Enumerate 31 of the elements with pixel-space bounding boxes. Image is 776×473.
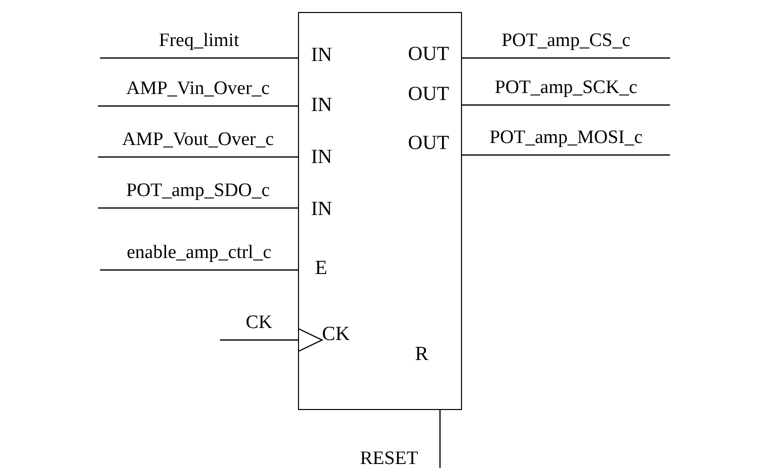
signal-wire bbox=[462, 104, 670, 106]
signal-wire bbox=[97, 156, 298, 158]
pin-label: OUT bbox=[408, 133, 450, 153]
signal-name: enable_amp_ctrl_c bbox=[100, 232, 298, 270]
pin-label: OUT bbox=[408, 44, 450, 64]
logic-block bbox=[298, 12, 462, 410]
pin-label: IN bbox=[311, 95, 332, 115]
signal-wire bbox=[97, 105, 298, 107]
signal-name: Freq_limit bbox=[100, 20, 298, 58]
signal-wire bbox=[462, 57, 670, 59]
pin-label: OUT bbox=[408, 84, 450, 104]
signal-name: POT_amp_SDO_c bbox=[98, 170, 298, 208]
pin-label: E bbox=[315, 258, 328, 278]
pin-label: IN bbox=[311, 45, 332, 65]
signal-name: CK bbox=[220, 300, 298, 340]
signal-name: POT_amp_CS_c bbox=[462, 20, 670, 58]
signal-wire bbox=[99, 269, 298, 271]
clock-wire bbox=[219, 328, 323, 352]
signal-name: POT_amp_MOSI_c bbox=[462, 117, 670, 155]
signal-name: AMP_Vout_Over_c bbox=[98, 119, 298, 157]
signal-name: POT_amp_SCK_c bbox=[462, 67, 670, 105]
signal-wire bbox=[99, 57, 298, 59]
signal-wire bbox=[97, 207, 298, 209]
pin-label: CK bbox=[322, 324, 350, 344]
pin-label: IN bbox=[311, 147, 332, 167]
signal-wire bbox=[462, 154, 670, 156]
pin-label: IN bbox=[311, 199, 332, 219]
pin-label: R bbox=[415, 344, 428, 364]
signal-name: RESET bbox=[360, 440, 440, 468]
signal-name: AMP_Vin_Over_c bbox=[98, 68, 298, 106]
signal-wire bbox=[439, 410, 441, 468]
